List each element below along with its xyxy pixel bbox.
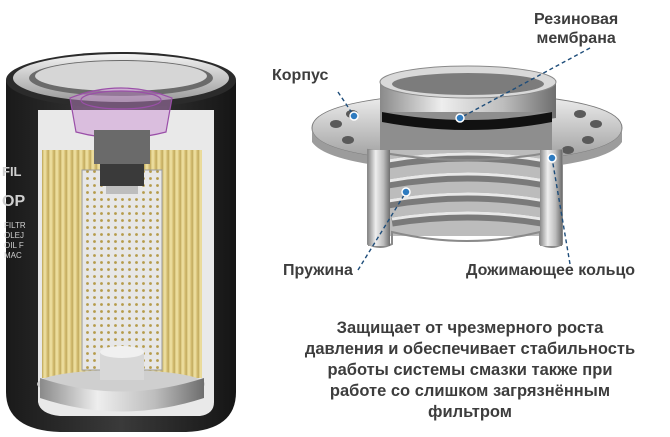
- callout-dot-housing: [349, 111, 359, 121]
- description-caption: Защищает от чрезмерного роста давления и…: [292, 318, 648, 423]
- label-membrane-line1: Резиновая: [534, 11, 619, 28]
- label-housing: Корпус: [272, 67, 329, 84]
- filter-text-3: OIL F: [4, 241, 24, 250]
- leader-membrane: [459, 47, 591, 119]
- callout-dot-spring: [401, 187, 411, 197]
- leader-spring: [357, 191, 407, 271]
- caption-line-2: давления и обеспечивает стабильность: [304, 340, 636, 358]
- leader-pressure-ring: [551, 157, 571, 265]
- bypass-valve-assembly: [311, 65, 623, 248]
- label-pressure-ring: Дожимающее кольцо: [466, 262, 636, 279]
- caption-line-4: работе со слишком загрязнённым: [329, 382, 611, 400]
- filter-text-2: OLEJ: [4, 231, 24, 240]
- rubber-membrane: [382, 112, 552, 130]
- label-membrane: Резиновая мембрана: [534, 10, 618, 48]
- caption-line-3: работы системы смазки также при: [327, 361, 613, 379]
- leader-housing: [337, 91, 355, 117]
- label-membrane-line2: мембрана: [536, 30, 616, 47]
- filter-side-label: FIL OP FILTR OLEJ OIL F MAC: [2, 164, 26, 260]
- caption-line-5: фильтром: [428, 403, 512, 421]
- bypass-valve-highlight: [69, 87, 173, 139]
- callout-dot-membrane: [455, 113, 465, 123]
- oil-filter-cutaway: FIL OP FILTR OLEJ OIL F MAC: [2, 52, 236, 432]
- spring-coils: [387, 152, 547, 227]
- perforated-center-tube: [82, 170, 162, 370]
- caption-line-1: Защищает от чрезмерного роста: [336, 319, 604, 337]
- label-spring: Пружина: [283, 262, 353, 279]
- filter-brand-text: FIL: [2, 164, 22, 179]
- filter-model-text: OP: [2, 193, 25, 210]
- filter-text-4: MAC: [4, 251, 22, 260]
- callout-dots: [349, 111, 557, 197]
- callout-dot-pressure-ring: [547, 153, 557, 163]
- leader-lines: [337, 47, 591, 271]
- filter-text-1: FILTR: [4, 221, 26, 230]
